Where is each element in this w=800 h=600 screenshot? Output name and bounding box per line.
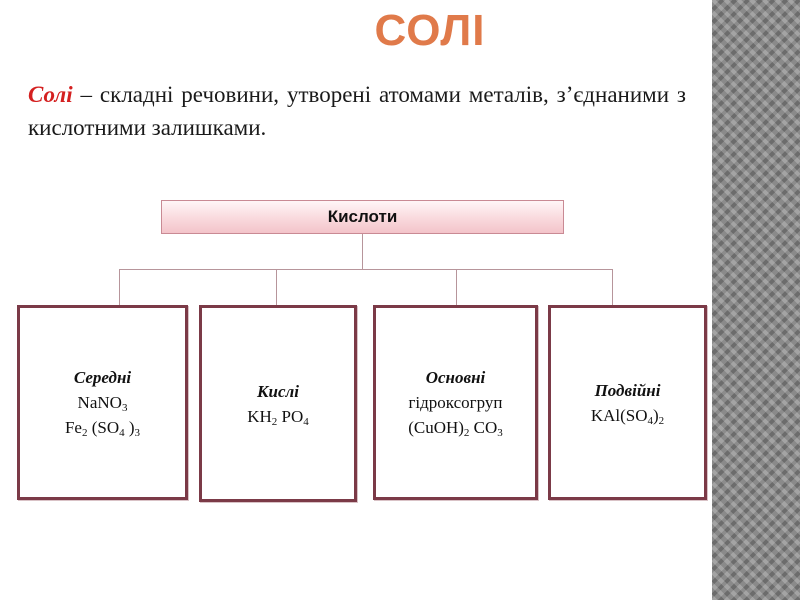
connector-drop-1 [119, 269, 120, 305]
connector-horizontal-bar [119, 269, 613, 270]
leaf-formula-cuoh2co3: (CuOH)2 CO3 [408, 418, 503, 439]
connector-drop-2 [276, 269, 277, 305]
leaf-box-kyslі: Кислі KH2 PO4 [199, 305, 357, 502]
leaf-formula-kh2po4: KH2 PO4 [247, 406, 309, 428]
definition-term: Солі [28, 82, 73, 107]
leaf-box-podviynі: Подвійні KAl(SO4)2 [548, 305, 707, 500]
leaf-formula-kalso42: KAl(SO4)2 [590, 405, 665, 427]
leaf-name-osnovnі: Основні [425, 368, 486, 387]
leaf-box-osnovnі: Основні гідроксогруп (CuOH)2 CO3 [373, 305, 538, 500]
decorative-side-strip [712, 0, 800, 600]
leaf-formula-fe2so43: Fe2 (SO4 )3 [64, 418, 141, 439]
leaf-name-serednі: Середні [73, 368, 132, 387]
definition-paragraph: Солі – складні речовини, утворені атомам… [28, 78, 686, 144]
slide-title: СОЛІ [374, 6, 486, 55]
root-node-box: Кислоти [161, 200, 564, 234]
leaf-line-gidroksogrup: гідроксогруп [408, 393, 503, 412]
connector-drop-4 [612, 269, 613, 305]
leaf-formula-nano3: NaNO3 [77, 393, 128, 414]
root-node-label: Кислоти [327, 207, 398, 226]
connector-root-stem [362, 234, 363, 270]
leaf-name-kyslі: Кислі [257, 381, 299, 401]
connector-drop-3 [456, 269, 457, 305]
leaf-box-serednі: Середні NaNO3 Fe2 (SO4 )3 [17, 305, 188, 500]
definition-text: – складні речовини, утворені атомами мет… [28, 82, 686, 140]
leaf-name-podviynі: Подвійні [594, 380, 661, 400]
